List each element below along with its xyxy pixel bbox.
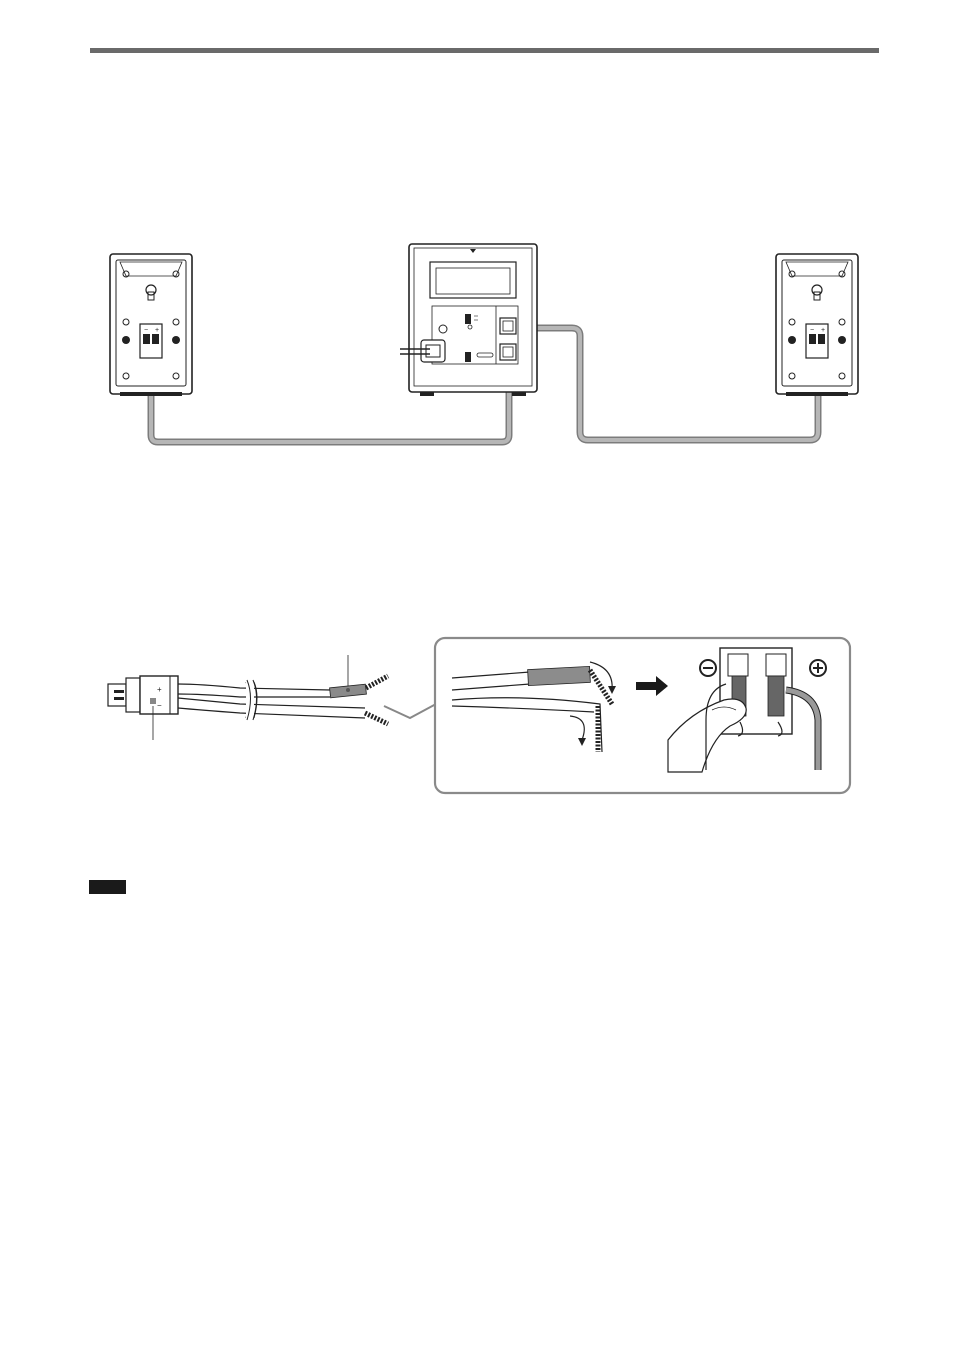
main-unit bbox=[400, 244, 537, 396]
terminal-minus-label: − bbox=[810, 327, 814, 334]
note-badge bbox=[89, 880, 126, 894]
terminal-plus-label: + bbox=[821, 327, 825, 334]
left-speaker: − + bbox=[110, 254, 192, 396]
speaker-cable: + − bbox=[108, 655, 436, 740]
detail-callout bbox=[435, 638, 850, 793]
svg-text:+: + bbox=[157, 685, 162, 694]
svg-text:−: − bbox=[157, 701, 162, 710]
terminal-minus-label: − bbox=[144, 327, 148, 334]
speaker-cord-right bbox=[514, 328, 818, 440]
terminal-plus-label: + bbox=[155, 327, 159, 334]
right-speaker: − + bbox=[776, 254, 858, 396]
